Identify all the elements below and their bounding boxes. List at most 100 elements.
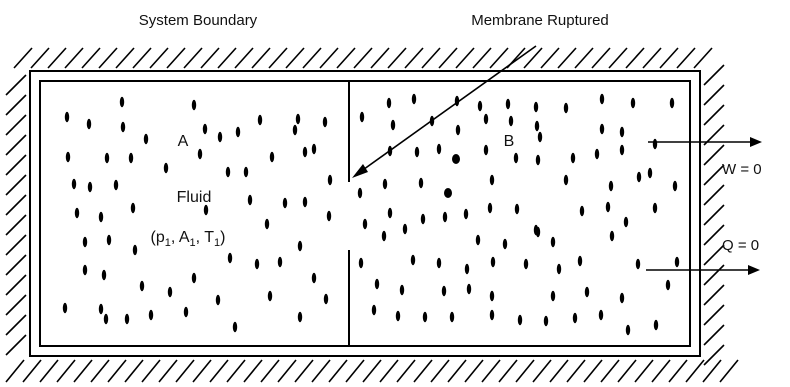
hatch-stroke bbox=[541, 48, 559, 68]
hatch-stroke bbox=[159, 360, 177, 382]
hatch-stroke bbox=[6, 255, 26, 275]
hatch-stroke bbox=[609, 48, 627, 68]
fluid-molecule bbox=[372, 305, 376, 315]
heat-arrowhead bbox=[748, 265, 760, 275]
hatch-stroke bbox=[380, 360, 398, 382]
fluid-molecule bbox=[490, 175, 494, 185]
fluid-molecule bbox=[524, 259, 528, 269]
hatch-stroke bbox=[303, 48, 321, 68]
fluid-molecule bbox=[610, 231, 614, 241]
hatch-stroke bbox=[516, 360, 534, 382]
fluid-molecule bbox=[506, 99, 510, 109]
hatch-stroke bbox=[704, 165, 724, 185]
heat-label: Q = 0 bbox=[722, 237, 759, 254]
fluid-molecule bbox=[198, 149, 202, 159]
fluid-molecule bbox=[396, 311, 400, 321]
hatch-stroke bbox=[652, 360, 670, 382]
hatch-stroke bbox=[414, 360, 432, 382]
hatch-stroke bbox=[490, 48, 508, 68]
fluid-molecule bbox=[450, 312, 454, 322]
fluid-molecule bbox=[244, 167, 248, 177]
fluid-molecule bbox=[564, 175, 568, 185]
fluid-molecule bbox=[359, 258, 363, 268]
fluid-molecule bbox=[400, 285, 404, 295]
hatch-stroke bbox=[6, 315, 26, 335]
region-b-label: B bbox=[504, 133, 515, 150]
hatch-stroke bbox=[261, 360, 279, 382]
fluid-molecule bbox=[303, 197, 307, 207]
fluid-molecule bbox=[323, 117, 327, 127]
hatch-stroke bbox=[218, 48, 236, 68]
hatch-stroke bbox=[439, 48, 457, 68]
fluid-molecule bbox=[518, 315, 522, 325]
hatch-stroke bbox=[65, 48, 83, 68]
fluid-molecule bbox=[571, 153, 575, 163]
fluid-molecule bbox=[296, 114, 300, 124]
fluid-molecule bbox=[412, 94, 416, 104]
hatch-stroke bbox=[193, 360, 211, 382]
fluid-molecule bbox=[444, 188, 452, 198]
hatch-stroke bbox=[244, 360, 262, 382]
hatch-stroke bbox=[337, 48, 355, 68]
hatch-stroke bbox=[6, 135, 26, 155]
left-wall-hatching bbox=[6, 75, 26, 355]
fluid-molecule bbox=[120, 97, 124, 107]
hatch-stroke bbox=[278, 360, 296, 382]
fluid-molecule bbox=[164, 163, 168, 173]
hatch-stroke bbox=[210, 360, 228, 382]
hatch-stroke bbox=[704, 145, 724, 165]
hatch-stroke bbox=[397, 360, 415, 382]
fluid-molecule bbox=[675, 257, 679, 267]
fluid-molecule bbox=[551, 237, 555, 247]
fluid-molecule bbox=[490, 310, 494, 320]
fluid-molecule bbox=[270, 152, 274, 162]
fluid-molecule bbox=[140, 281, 144, 291]
fluid-molecule bbox=[437, 144, 441, 154]
hatch-stroke bbox=[422, 48, 440, 68]
hatch-stroke bbox=[482, 360, 500, 382]
fluid-molecule bbox=[192, 100, 196, 110]
top-wall-hatching bbox=[14, 48, 712, 68]
fluid-molecule bbox=[476, 235, 480, 245]
fluid-molecule bbox=[653, 139, 657, 149]
hatch-stroke bbox=[465, 360, 483, 382]
fluid-molecule bbox=[363, 219, 367, 229]
hatch-stroke bbox=[704, 85, 724, 105]
fluid-molecule bbox=[538, 132, 542, 142]
fluid-molecule bbox=[375, 279, 379, 289]
hatch-stroke bbox=[14, 48, 32, 68]
fluid-molecule bbox=[83, 237, 87, 247]
fluid-molecule bbox=[248, 195, 252, 205]
hatch-stroke bbox=[6, 295, 26, 315]
hatch-stroke bbox=[704, 225, 724, 245]
hatch-stroke bbox=[6, 155, 26, 175]
hatch-stroke bbox=[6, 115, 26, 135]
hatch-stroke bbox=[150, 48, 168, 68]
hatch-stroke bbox=[184, 48, 202, 68]
fluid-molecule bbox=[125, 314, 129, 324]
fluid-molecule bbox=[442, 286, 446, 296]
hatch-stroke bbox=[40, 360, 58, 382]
hatch-stroke bbox=[626, 48, 644, 68]
hatch-stroke bbox=[320, 48, 338, 68]
fluid-molecule bbox=[654, 320, 658, 330]
fluid-molecule bbox=[312, 273, 316, 283]
fluid-molecule bbox=[443, 212, 447, 222]
fluid-molecule bbox=[437, 258, 441, 268]
fluid-molecule bbox=[515, 204, 519, 214]
hatch-stroke bbox=[6, 360, 24, 382]
fluid-molecule bbox=[636, 259, 640, 269]
fluid-molecule bbox=[268, 291, 272, 301]
fluid-molecule bbox=[107, 235, 111, 245]
hatch-stroke bbox=[704, 265, 724, 285]
hatch-stroke bbox=[533, 360, 551, 382]
fluid-molecule bbox=[87, 119, 91, 129]
fluid-molecule bbox=[606, 202, 610, 212]
hatch-stroke bbox=[704, 305, 724, 325]
fluid-molecule bbox=[670, 98, 674, 108]
fluid-molecule bbox=[75, 208, 79, 218]
fluid-molecule bbox=[360, 112, 364, 122]
hatch-stroke bbox=[99, 48, 117, 68]
fluid-molecule bbox=[490, 291, 494, 301]
fluid-molecule bbox=[585, 287, 589, 297]
